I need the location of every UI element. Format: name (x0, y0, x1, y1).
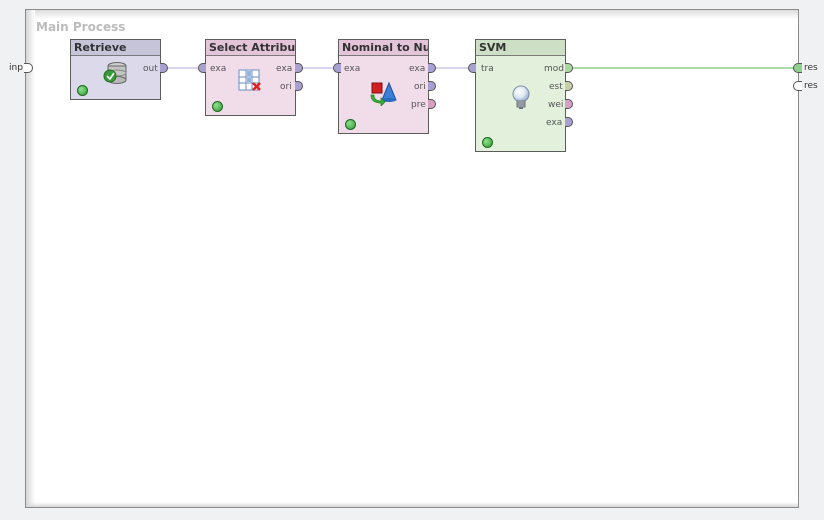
port-label-wei: wei (548, 100, 564, 110)
port-label-mod: mod (544, 64, 564, 74)
process-result-port-1[interactable] (793, 63, 802, 73)
operator-select-attributes[interactable]: Select Attribu... exa exa ori (205, 39, 296, 116)
port-ori-out[interactable] (428, 81, 436, 91)
process-input-label: inp (9, 63, 23, 73)
process-result-label-2: res (804, 81, 818, 91)
status-indicator (345, 119, 356, 130)
port-ori-out[interactable] (295, 81, 303, 91)
port-label-exa-out: exa (276, 64, 293, 74)
operator-nominal-to-numerical[interactable]: Nominal to Nu... exa exa ori pre (338, 39, 429, 134)
table-delete-icon (238, 68, 264, 98)
lightbulb-icon (511, 85, 531, 117)
status-indicator (212, 101, 223, 112)
port-label-out: out (143, 64, 158, 74)
shapes-convert-icon (370, 80, 398, 110)
port-label-exa-in: exa (344, 64, 361, 74)
port-est-out[interactable] (565, 81, 573, 91)
port-label-pre: pre (411, 100, 426, 110)
canvas-shadow (26, 502, 798, 507)
port-label-exa-in: exa (210, 64, 227, 74)
port-label-exa: exa (546, 118, 563, 128)
port-label-ori: ori (280, 82, 292, 92)
operator-title: Nominal to Nu... (339, 40, 428, 56)
operator-title: Retrieve (71, 40, 160, 56)
status-indicator (77, 85, 88, 96)
port-wei-out[interactable] (565, 99, 573, 109)
port-label-ori: ori (414, 82, 426, 92)
port-label-tra: tra (481, 64, 494, 74)
port-exa-in[interactable] (198, 63, 206, 73)
database-icon (102, 60, 128, 90)
port-mod-out[interactable] (565, 63, 573, 73)
operator-svm[interactable]: SVM tra mod est wei exa (475, 39, 566, 152)
port-label-est: est (549, 82, 563, 92)
operator-retrieve[interactable]: Retrieve out (70, 39, 161, 100)
process-result-label-1: res (804, 63, 818, 73)
status-indicator (482, 137, 493, 148)
operator-title: SVM (476, 40, 565, 56)
port-pre-out[interactable] (428, 99, 436, 109)
operator-title: Select Attribu... (206, 40, 295, 56)
canvas-shadow (26, 10, 35, 507)
port-tra-in[interactable] (468, 63, 476, 73)
process-input-port[interactable] (24, 63, 33, 73)
process-result-port-2[interactable] (793, 81, 802, 91)
canvas-shadow (26, 10, 798, 19)
port-out[interactable] (160, 63, 168, 73)
port-exa-out[interactable] (295, 63, 303, 73)
port-exa-out[interactable] (428, 63, 436, 73)
port-label-exa-out: exa (409, 64, 426, 74)
port-exa-out[interactable] (565, 117, 573, 127)
port-exa-in[interactable] (333, 63, 341, 73)
process-title: Main Process (36, 20, 126, 34)
